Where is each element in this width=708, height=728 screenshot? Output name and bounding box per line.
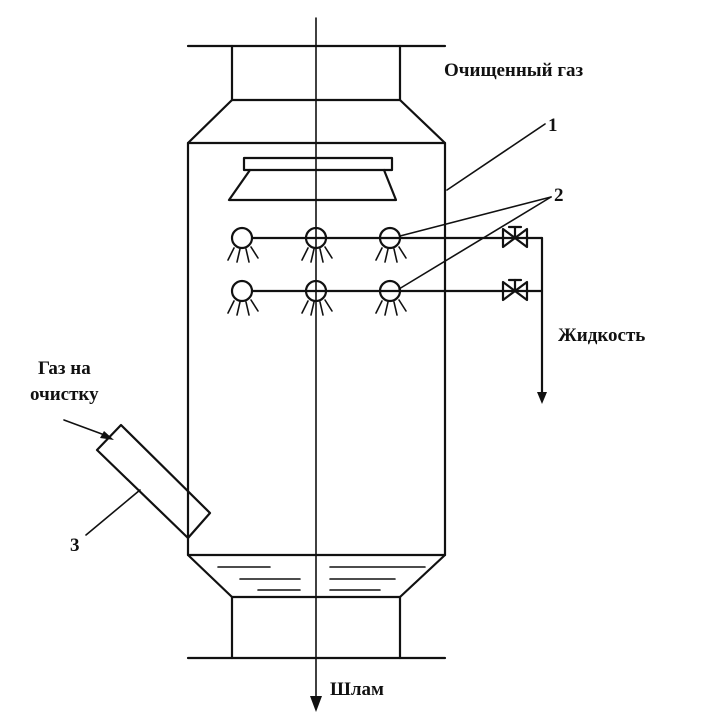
nozzle-row-1 bbox=[227, 226, 530, 263]
gas-inlet-label-line1: Газ на bbox=[38, 358, 91, 379]
liquid-arrow-icon bbox=[537, 392, 547, 404]
callout-1: 1 bbox=[548, 115, 558, 136]
callout-3: 3 bbox=[70, 535, 80, 556]
gas-inlet-pipe bbox=[63, 419, 212, 540]
sludge-label: Шлам bbox=[330, 679, 384, 700]
sludge-arrow-icon bbox=[310, 696, 322, 712]
clean-gas-label: Очищенный газ bbox=[444, 60, 583, 81]
callout-leaders bbox=[85, 123, 552, 536]
liquid-label: Жидкость bbox=[558, 325, 645, 346]
gas-inlet-label-line2: очистку bbox=[30, 384, 99, 405]
central-axis bbox=[310, 17, 322, 712]
droplet-separator bbox=[227, 156, 398, 202]
valve-2 bbox=[501, 278, 529, 302]
sludge-liquid-level bbox=[217, 566, 426, 591]
callout-2: 2 bbox=[554, 185, 564, 206]
gas-inlet-arrow-icon bbox=[100, 431, 114, 440]
liquid-supply-line bbox=[525, 236, 547, 404]
nozzle-row-2 bbox=[227, 279, 530, 316]
valve-1 bbox=[501, 225, 529, 249]
